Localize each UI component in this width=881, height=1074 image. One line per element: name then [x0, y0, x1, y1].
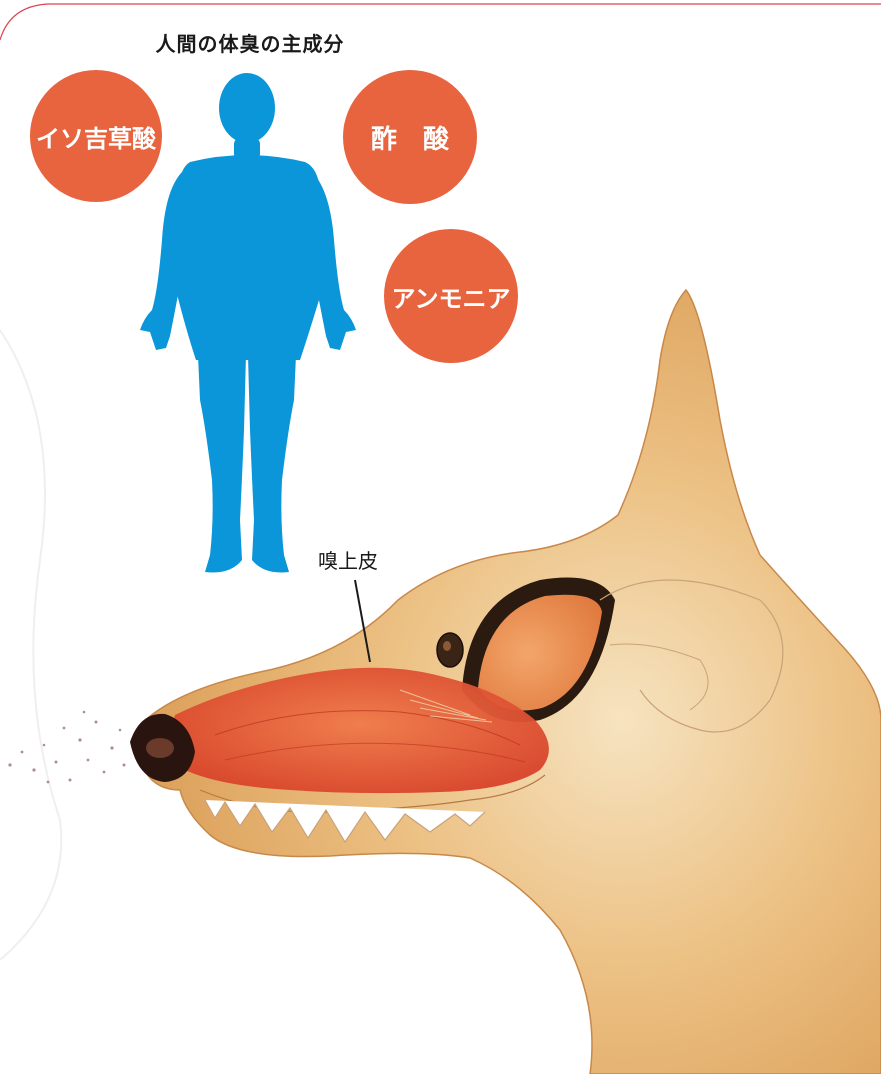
component-label: アンモニア [391, 279, 510, 314]
background-arc [0, 330, 61, 960]
diagram-title: 人間の体臭の主成分 [100, 28, 400, 57]
component-bubble-ammonia: アンモニア [384, 229, 518, 363]
component-label: イソ吉草酸 [36, 119, 156, 154]
human-silhouette-icon [140, 73, 356, 573]
component-bubble-isovaleric-acid: イソ吉草酸 [30, 70, 162, 202]
component-bubble-acetic-acid: 酢酸 [343, 70, 477, 204]
component-label: 酢酸 [371, 119, 475, 156]
scent-particles-icon [8, 711, 125, 784]
olfactory-epithelium-label: 嗅上皮 [318, 545, 378, 574]
